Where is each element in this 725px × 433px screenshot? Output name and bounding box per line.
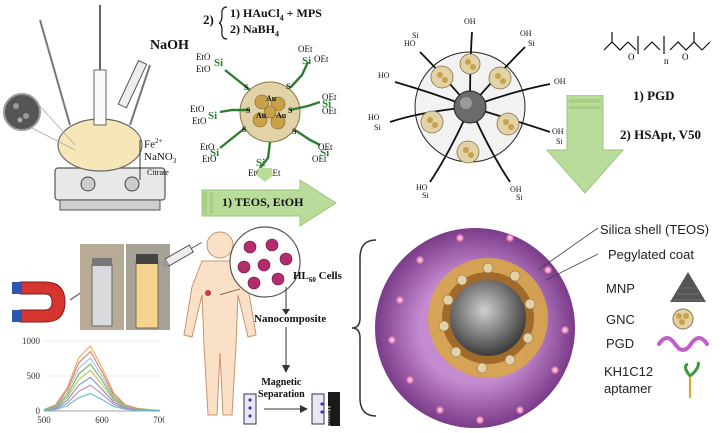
down-arrow [545, 95, 625, 194]
x-tick-label: 700 [153, 415, 165, 425]
svg-text:S: S [286, 82, 291, 91]
nano3-label: NaNO3 [144, 151, 177, 166]
svg-text:Si: Si [412, 31, 419, 40]
svg-text:OEt: OEt [322, 92, 337, 102]
legend-pgd: PGD [606, 336, 635, 351]
final-nanocomposite [375, 228, 575, 428]
svg-text:Si: Si [320, 147, 329, 159]
svg-text:S: S [244, 83, 249, 92]
svg-text:Si: Si [214, 57, 223, 69]
pgd-icon [657, 336, 709, 352]
svg-text:Si: Si [374, 123, 381, 132]
legend-gnc: GNC [606, 312, 635, 327]
svg-text:Au: Au [256, 111, 267, 120]
svg-text:EtO: EtO [200, 142, 215, 152]
teos-arrow [201, 179, 337, 227]
separation-tubes [243, 392, 340, 426]
big-bracket [352, 239, 377, 417]
svg-text:OEt: OEt [318, 142, 333, 152]
pgd-structure: O n O [603, 32, 711, 66]
legend-peg: Pegylated coat [608, 247, 695, 262]
svg-text:OEt: OEt [266, 168, 281, 178]
svg-text:OEt: OEt [314, 54, 329, 64]
step2-prefix: 2) [203, 12, 214, 27]
x-tick-label: 500 [37, 415, 51, 425]
svg-text:HO: HO [368, 113, 380, 122]
legend-aptamer1: KH1C12 [604, 364, 654, 379]
svg-text:O: O [628, 52, 635, 62]
legend-silica: Silica shell (TEOS) [600, 222, 710, 237]
step2-line2: 2) NaBH4 [230, 22, 279, 39]
spectrum-series-8 [43, 392, 161, 412]
svg-text:OH: OH [554, 77, 566, 86]
svg-text:Si: Si [556, 137, 563, 146]
svg-text:S: S [288, 106, 293, 115]
svg-text:Si: Si [322, 98, 331, 110]
mnp-icon [670, 272, 706, 302]
svg-text:EtO: EtO [196, 64, 211, 74]
svg-text:EtO: EtO [248, 168, 263, 178]
svg-text:Si: Si [516, 193, 523, 202]
svg-text:Si: Si [208, 110, 217, 122]
magnet-text: Magnet [324, 406, 330, 427]
magnet-icon [12, 281, 83, 323]
svg-text:Si: Si [256, 157, 265, 169]
hl60-cells-label: HL60 Cells [293, 270, 342, 285]
y-tick-label: 500 [27, 371, 41, 381]
x-tick-label: 600 [95, 415, 109, 425]
svg-text:EtO: EtO [190, 104, 205, 114]
svg-text:HO: HO [404, 39, 416, 48]
svg-text:OH: OH [552, 127, 564, 136]
svg-text:OH: OH [510, 185, 522, 194]
y-tick-label: 0 [36, 406, 41, 416]
svg-text:n: n [664, 56, 669, 66]
pointer-lines [537, 227, 599, 281]
svg-text:Si: Si [422, 191, 429, 200]
step2-brace [219, 6, 228, 40]
svg-text:OEt: OEt [322, 106, 337, 116]
cells-circle [220, 226, 301, 298]
svg-text:OEt: OEt [312, 154, 327, 164]
svg-text:OH: OH [464, 17, 476, 26]
svg-text:EtO: EtO [196, 52, 211, 62]
pgd-step1: 1) PGD [633, 88, 675, 103]
vials-photo [80, 244, 170, 330]
svg-text:Si: Si [210, 147, 219, 159]
svg-text:Si: Si [528, 39, 535, 48]
svg-text:HO: HO [416, 183, 428, 192]
citrate-label: Citrate [147, 168, 169, 177]
svg-text:O: O [682, 52, 689, 62]
small-down-arrow [255, 168, 275, 182]
svg-text:EtO: EtO [202, 154, 217, 164]
svg-text:OEt: OEt [298, 44, 313, 54]
pgd-step2: 2) HSApt, V50 [620, 127, 702, 142]
svg-text:S: S [242, 125, 247, 134]
naoh-label: NaOH [150, 38, 189, 53]
svg-text:HO: HO [378, 71, 390, 80]
nanocomposite-label: Nanocomposite [254, 313, 327, 325]
svg-text:EtO: EtO [192, 116, 207, 126]
human-body [161, 231, 257, 416]
fe-label: Fe2+ [144, 137, 163, 151]
svg-text:S: S [246, 106, 251, 115]
legend-mnp: MNP [606, 281, 635, 296]
svg-text:Au: Au [276, 111, 287, 120]
legend-aptamer2: aptamer [604, 381, 652, 396]
teos-label: 1) TEOS, EtOH [222, 195, 304, 209]
flow-arrows [282, 287, 290, 373]
gnc-icon [672, 308, 694, 330]
step2-line1: 1) HAuCl4 + MPS [230, 6, 322, 23]
aptamer-icon [683, 361, 700, 398]
y-tick-label: 1000 [22, 336, 41, 346]
svg-text:S: S [292, 127, 297, 136]
svg-text:Si: Si [302, 55, 311, 67]
svg-text:OH: OH [520, 29, 532, 38]
reaction-apparatus [3, 5, 166, 211]
svg-text:Au: Au [266, 94, 277, 103]
